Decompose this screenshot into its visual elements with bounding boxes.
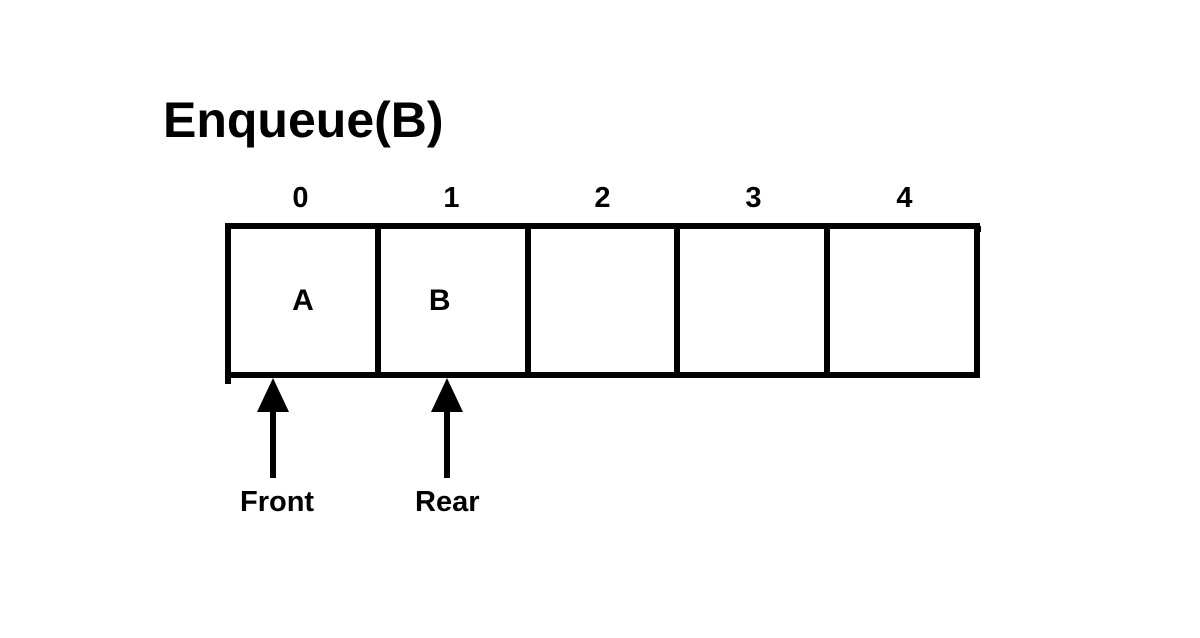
index-label-1: 1 [443,182,460,214]
index-label-0: 0 [292,182,309,214]
queue-cell-0: A [231,229,381,372]
arrow-line [444,410,450,478]
cell-value-1: B [428,283,451,317]
queue-cell-4 [830,229,974,372]
rear-label: Rear [415,486,480,518]
index-row: 0 1 2 3 4 [225,184,980,213]
diagram-title: Enqueue(B) [163,92,444,148]
index-label-3: 3 [745,182,762,214]
index-label-2: 2 [594,182,611,214]
left-border-overhang [225,374,231,384]
top-right-border-overhang [974,226,981,232]
arrow-line [270,410,276,478]
cell-value-0: A [292,283,314,317]
queue-cell-1: B [381,229,531,372]
up-arrow-icon [257,378,289,412]
index-label-4: 4 [896,182,913,214]
queue-array: A B [225,223,980,378]
queue-cell-3 [680,229,831,372]
queue-cell-2 [531,229,681,372]
front-label: Front [240,486,315,518]
up-arrow-icon [431,378,463,412]
